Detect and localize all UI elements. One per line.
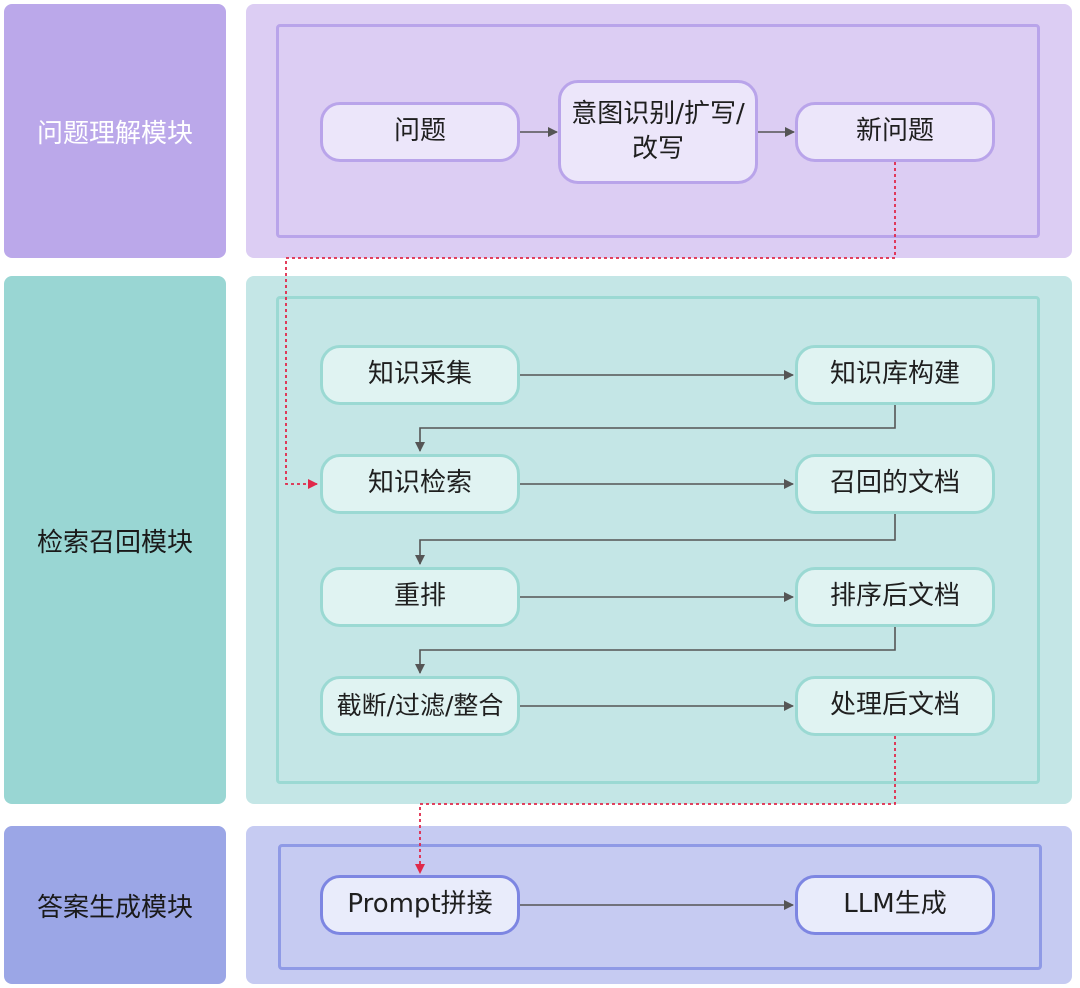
node-truncate-filter-label: 截断/过滤/整合 bbox=[336, 691, 504, 721]
node-sorted-docs-label: 排序后文档 bbox=[829, 581, 960, 612]
node-llm-generate-label: LLM生成 bbox=[843, 889, 947, 920]
module-label-retrieval-text: 检索召回模块 bbox=[36, 527, 193, 558]
arrow-newquestion-to-search bbox=[285, 162, 896, 489]
arrow-kb-to-search bbox=[415, 405, 896, 452]
arrow-recalled-to-rerank bbox=[415, 514, 896, 565]
arrow-processed-to-prompt bbox=[415, 736, 896, 874]
node-rerank-label: 重排 bbox=[393, 581, 446, 612]
node-processed-docs-label: 处理后文档 bbox=[829, 690, 960, 721]
node-question-label: 问题 bbox=[393, 116, 446, 147]
module-label-generation: 答案生成模块 bbox=[4, 826, 226, 984]
node-recalled-docs: 召回的文档 bbox=[795, 454, 995, 514]
node-question: 问题 bbox=[320, 102, 520, 162]
node-intent-label-line2: 改写 bbox=[631, 134, 684, 164]
module-label-retrieval: 检索召回模块 bbox=[4, 276, 226, 804]
generation-inner-frame bbox=[278, 844, 1042, 970]
retrieval-inner-frame bbox=[276, 296, 1040, 784]
node-knowledge-search-label: 知识检索 bbox=[367, 468, 472, 499]
node-intent: 意图识别/扩写/ 改写 bbox=[558, 80, 758, 184]
node-llm-generate: LLM生成 bbox=[795, 875, 995, 935]
node-new-question-label: 新问题 bbox=[855, 116, 934, 147]
node-recalled-docs-label: 召回的文档 bbox=[829, 468, 960, 499]
node-kb-build-label: 知识库构建 bbox=[829, 359, 960, 390]
node-prompt-concat: Prompt拼接 bbox=[320, 875, 520, 935]
node-processed-docs: 处理后文档 bbox=[795, 676, 995, 736]
module-label-generation-text: 答案生成模块 bbox=[36, 892, 193, 923]
understanding-inner-frame bbox=[276, 24, 1040, 238]
node-knowledge-collect-label: 知识采集 bbox=[367, 359, 472, 390]
node-intent-label-line1: 意图识别/扩写/ bbox=[571, 98, 745, 129]
node-knowledge-search: 知识检索 bbox=[320, 454, 520, 514]
arrow-sorted-to-truncate bbox=[415, 627, 896, 674]
node-sorted-docs: 排序后文档 bbox=[795, 567, 995, 627]
node-new-question: 新问题 bbox=[795, 102, 995, 162]
node-knowledge-collect: 知识采集 bbox=[320, 345, 520, 405]
node-truncate-filter: 截断/过滤/整合 bbox=[320, 676, 520, 736]
node-rerank: 重排 bbox=[320, 567, 520, 627]
node-prompt-concat-label: Prompt拼接 bbox=[347, 889, 493, 920]
node-kb-build: 知识库构建 bbox=[795, 345, 995, 405]
module-label-understanding: 问题理解模块 bbox=[4, 4, 226, 258]
module-label-understanding-text: 问题理解模块 bbox=[36, 118, 193, 149]
